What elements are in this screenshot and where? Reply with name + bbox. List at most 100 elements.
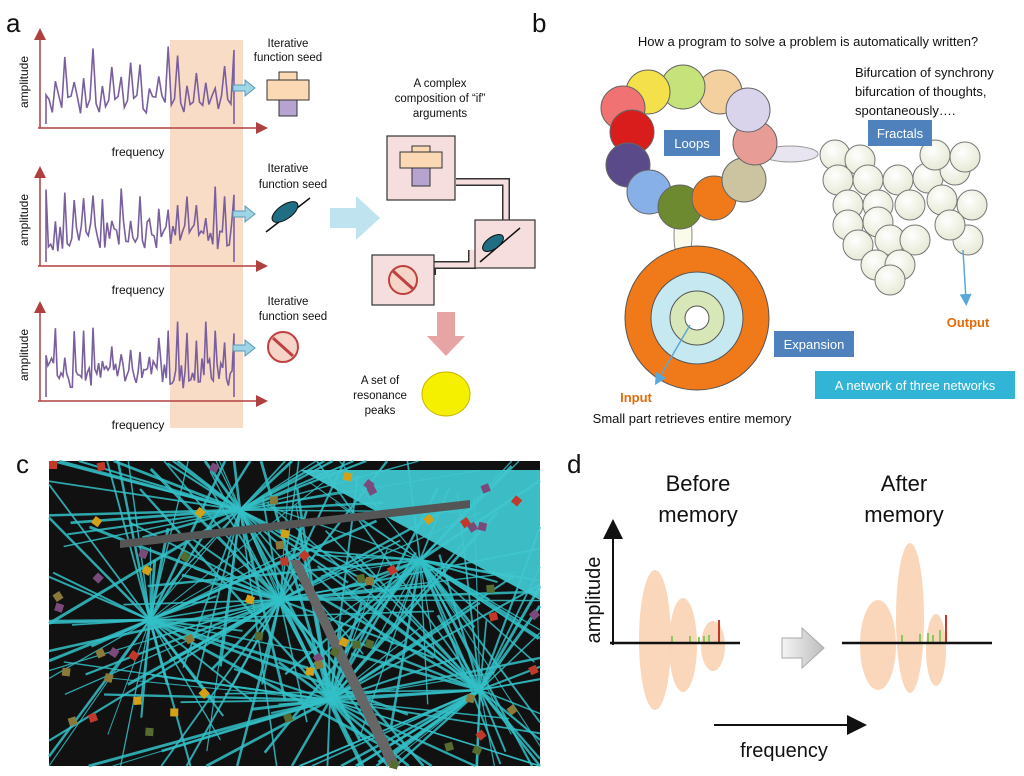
network-edge xyxy=(260,503,421,561)
network-edge xyxy=(239,501,384,512)
network-edge xyxy=(311,689,481,767)
network-edge xyxy=(419,559,541,724)
before-peaks xyxy=(639,570,725,710)
network-edge xyxy=(149,479,327,621)
network-edge xyxy=(238,509,362,742)
network-edge xyxy=(48,483,151,621)
spectrum-line xyxy=(45,321,235,397)
network-node xyxy=(103,673,114,683)
fractal-ball xyxy=(899,224,931,256)
network-edge xyxy=(48,516,151,621)
amplitude-axis-label: amplitude xyxy=(17,194,31,246)
panel-b-label: b xyxy=(532,8,546,38)
network-node xyxy=(528,609,541,621)
network-node xyxy=(314,660,324,670)
fractal-ball xyxy=(956,189,988,221)
network-edge xyxy=(328,699,390,767)
network-node xyxy=(389,759,399,770)
network-edge xyxy=(104,693,331,702)
frequency-label: frequency xyxy=(740,740,828,762)
network-node xyxy=(96,461,106,472)
spectrum-axes xyxy=(34,166,268,272)
network-edge xyxy=(142,508,241,539)
network-edge xyxy=(48,508,241,517)
network-edge xyxy=(290,699,332,767)
network-node xyxy=(194,506,206,519)
network-tube xyxy=(300,470,540,600)
composition-label: composition of “if” xyxy=(395,93,486,105)
network-node xyxy=(506,704,518,716)
network-edge xyxy=(278,688,481,706)
expansion-box xyxy=(774,331,854,357)
network-node xyxy=(184,633,195,645)
network-edge xyxy=(327,634,331,701)
network-edge xyxy=(155,509,241,599)
network-edge xyxy=(340,586,481,691)
spectra-rows: amplitudefrequencyamplitudefrequencyampl… xyxy=(17,28,268,432)
after-title: memory xyxy=(864,502,943,527)
network-edge xyxy=(148,559,157,621)
network-tube xyxy=(120,500,470,548)
fractal-ball xyxy=(894,189,926,221)
network-node xyxy=(138,548,149,560)
frequency-axis-label: frequency xyxy=(112,145,165,159)
rect-seed-icon xyxy=(266,71,310,117)
bifurcation-text: spontaneously…. xyxy=(855,103,955,118)
network-node xyxy=(208,462,220,474)
network-edge xyxy=(329,656,541,702)
input-arrow xyxy=(654,324,691,386)
network-edge xyxy=(419,559,541,747)
network-edge xyxy=(48,618,151,623)
loops-box xyxy=(664,130,720,156)
network-edge xyxy=(149,618,309,670)
network-node xyxy=(364,638,375,650)
network-label: A network of three networks xyxy=(835,378,996,393)
network-node xyxy=(475,729,487,741)
row-arrow xyxy=(232,78,256,98)
seed-label: Iterative xyxy=(268,296,309,308)
network-edge xyxy=(277,661,331,702)
network-node xyxy=(465,693,476,704)
loops-ring xyxy=(600,64,778,230)
network-node xyxy=(49,461,57,469)
network-node xyxy=(480,483,491,494)
network-edge xyxy=(48,480,241,511)
before-title: Before xyxy=(666,471,731,496)
network-edge xyxy=(90,618,151,648)
memory-caption: Small part retrieves entire memory xyxy=(593,411,792,426)
network-edge xyxy=(63,661,331,701)
network-edge xyxy=(157,509,241,607)
network-node xyxy=(67,716,78,727)
network-edge xyxy=(113,459,241,512)
amplitude-axis-label: amplitude xyxy=(17,56,31,108)
network-edge xyxy=(149,519,378,622)
network-edge xyxy=(239,509,349,584)
network-edge xyxy=(149,558,256,621)
panel-c-label: c xyxy=(16,449,29,479)
network-node xyxy=(356,573,366,584)
spectrum-axes xyxy=(34,28,268,134)
network-edge xyxy=(239,460,294,511)
network-edge xyxy=(419,559,512,735)
network-edge xyxy=(47,619,152,758)
network-node xyxy=(87,712,99,723)
network-edge xyxy=(239,460,325,511)
network-edge xyxy=(316,460,481,691)
network-node xyxy=(198,687,210,699)
network-node xyxy=(363,478,375,491)
network-edge xyxy=(350,638,481,692)
fractal-ball xyxy=(949,141,981,173)
bifurcation-text: Bifurcation of synchrony xyxy=(855,65,994,80)
network-node xyxy=(244,594,255,605)
seed-label: function seed xyxy=(259,311,327,323)
after-peaks xyxy=(860,543,947,693)
network-edge xyxy=(189,536,281,601)
network-edge xyxy=(107,619,151,735)
network-edge xyxy=(436,614,482,691)
network-node xyxy=(305,667,315,676)
network-edge xyxy=(205,698,331,768)
peaks-label: resonance xyxy=(353,390,407,402)
network-edge xyxy=(239,460,355,511)
network-edge xyxy=(355,688,481,768)
network-node xyxy=(141,564,153,576)
